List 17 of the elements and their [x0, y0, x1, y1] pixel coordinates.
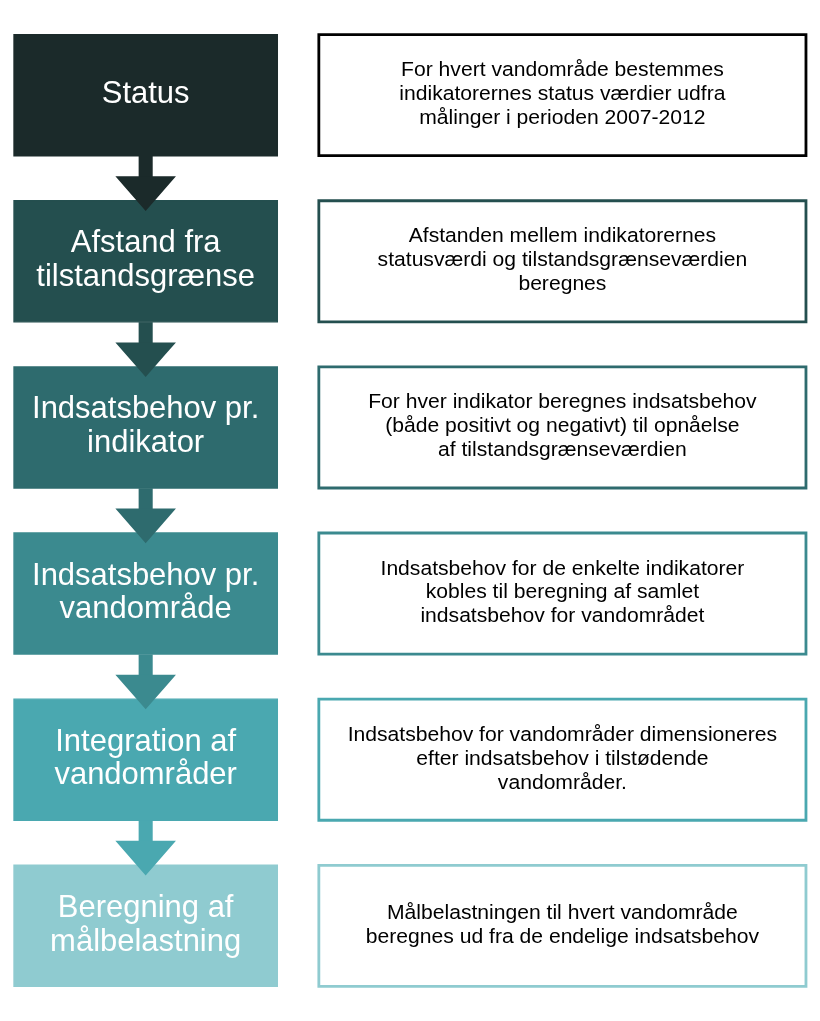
node-box: Målbelastningen til hvert vandområde beregnes ud fra de endelige indsatsbehov: [317, 863, 808, 988]
arrow: [115, 820, 176, 876]
node-box: Beregning af målbelastning: [13, 864, 278, 988]
node-box: Integration af vandområder: [13, 698, 278, 821]
node-box: Afstand fra tilstandsgrænse: [13, 200, 278, 323]
node-box: Indsatsbehov pr. vandområde: [13, 532, 278, 655]
arrow: [115, 156, 176, 211]
arrow: [115, 488, 176, 544]
node-box: Indsatsbehov for vandområder dimensioneres efter indsatsbehov i tilstødende vandområder.: [317, 697, 808, 822]
node-box: Status: [13, 33, 278, 157]
node-box: Indsatsbehov pr. indikator: [13, 366, 278, 489]
node-box: Indsatsbehov for de enkelte indikatorer kobles til beregning af samlet indsatsbehov for vandområdet: [317, 531, 808, 656]
arrow: [115, 322, 176, 378]
node-box: For hvert vandområde bestemmes indikatorernes status værdier udfra målinger i perioden 2007-2012: [317, 33, 808, 158]
arrow: [115, 654, 176, 710]
node-box: Afstanden mellem indikatorernes statusværdi og tilstandsgrænseværdien beregnes: [317, 199, 808, 324]
node-box: For hver indikator beregnes indsatsbehov (både positivt og negativt) til opnåelse af tilstandsgrænseværdien: [317, 365, 808, 490]
